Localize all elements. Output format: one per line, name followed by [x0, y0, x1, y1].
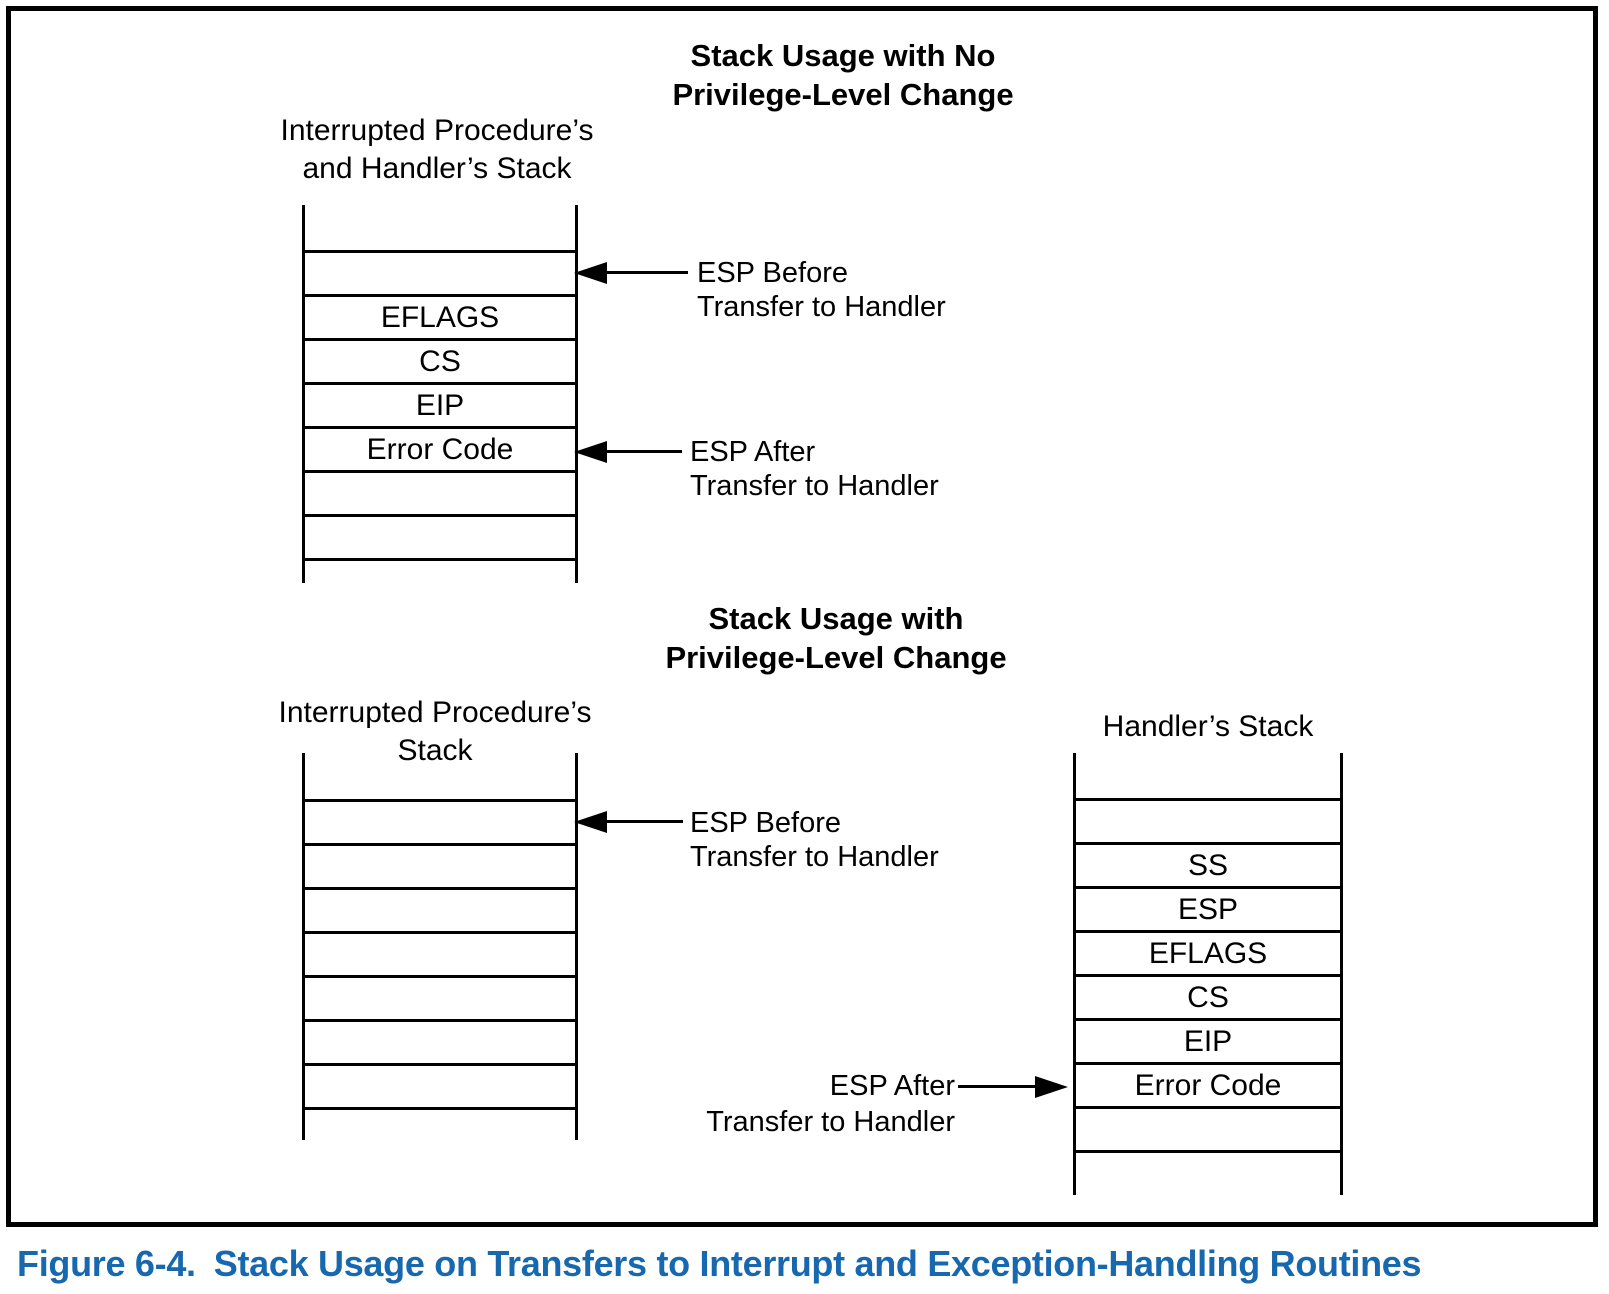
diagram1-stack-label: Interrupted Procedure’s and Handler’s St… [227, 112, 647, 188]
esp-after-line1: ESP After [690, 436, 816, 468]
stack-cell [305, 473, 575, 517]
esp-before-arrow-shaft [605, 271, 688, 274]
diagram2-title: Stack Usage with Privilege-Level Change [586, 599, 1086, 677]
stack-cell-error-code: Error Code [305, 429, 575, 473]
esp-after-line1: ESP After [829, 1070, 955, 1102]
diagram1-title: Stack Usage with No Privilege-Level Chan… [593, 36, 1093, 114]
stack-cell-eflags: EFLAGS [305, 297, 575, 341]
diagram2-right-stack-cells: SS ESP EFLAGS CS EIP Error Code [1076, 798, 1340, 1153]
stack-cell-cs: CS [305, 341, 575, 385]
diagram2-esp-after-label: ESP After Transfer to Handler [655, 1068, 955, 1140]
diagram2-esp-before-label: ESP Before Transfer to Handler [690, 806, 939, 874]
diagram1-stack-label-line1: Interrupted Procedure’s [280, 114, 594, 147]
stack-cell-esp: ESP [1076, 889, 1340, 933]
diagram1-stack-label-line2: and Handler’s Stack [302, 152, 572, 185]
esp-before-arrow-shaft [605, 820, 683, 823]
figure-caption: Figure 6-4. Stack Usage on Transfers to I… [17, 1243, 1422, 1285]
esp-before-arrow-icon [574, 262, 607, 284]
diagram2-left-stack-label-line2: Stack [397, 734, 473, 767]
esp-after-line2: Transfer to Handler [706, 1106, 955, 1138]
esp-after-line2: Transfer to Handler [690, 470, 939, 502]
stack-cell [1076, 1109, 1340, 1153]
esp-after-arrow-shaft [958, 1085, 1036, 1088]
esp-before-line2: Transfer to Handler [690, 841, 939, 873]
esp-before-line1: ESP Before [697, 257, 849, 289]
stack-cell [305, 978, 575, 1022]
figure-caption-number: Figure 6-4. [17, 1243, 196, 1284]
diagram2-left-stack-label-line1: Interrupted Procedure’s [278, 696, 592, 729]
stack-cell-eip: EIP [1076, 1021, 1340, 1065]
esp-after-arrow-shaft [605, 450, 682, 453]
stack-cell-error-code: Error Code [1076, 1065, 1340, 1109]
stack-cell [305, 934, 575, 978]
stack-cell [305, 846, 575, 890]
esp-before-line1: ESP Before [690, 807, 842, 839]
diagram2-title-line1: Stack Usage with [708, 601, 964, 636]
diagram2-title-line2: Privilege-Level Change [665, 640, 1007, 675]
diagram2-left-stack [302, 753, 578, 1140]
stack-cell [1076, 801, 1340, 845]
stack-cell [305, 1022, 575, 1066]
diagram2-left-stack-cells [305, 799, 575, 1110]
stack-cell [305, 1066, 575, 1110]
esp-before-line2: Transfer to Handler [697, 291, 946, 323]
stack-cell-eflags: EFLAGS [1076, 933, 1340, 977]
esp-before-arrow-icon [574, 811, 607, 833]
stack-cell [305, 890, 575, 934]
stack-cell [305, 802, 575, 846]
esp-after-arrow-icon [1035, 1076, 1068, 1098]
stack-cell [305, 253, 575, 297]
diagram1-esp-before-label: ESP Before Transfer to Handler [697, 256, 946, 324]
stack-cell-cs: CS [1076, 977, 1340, 1021]
figure-caption-title: Stack Usage on Transfers to Interrupt an… [213, 1243, 1422, 1284]
diagram1-stack-cells: EFLAGS CS EIP Error Code [305, 250, 575, 561]
stack-cell [305, 517, 575, 561]
diagram1-esp-after-label: ESP After Transfer to Handler [690, 435, 939, 503]
figure-border [6, 6, 1598, 1227]
diagram2-left-stack-label: Interrupted Procedure’s Stack [225, 694, 645, 770]
diagram1-title-line1: Stack Usage with No [690, 38, 996, 73]
diagram2-right-stack-label: Handler’s Stack [1102, 710, 1314, 743]
diagram2-right-stack: SS ESP EFLAGS CS EIP Error Code [1073, 753, 1343, 1195]
diagram1-stack: EFLAGS CS EIP Error Code [302, 205, 578, 583]
stack-cell-eip: EIP [305, 385, 575, 429]
esp-after-arrow-icon [574, 441, 607, 463]
stack-cell-ss: SS [1076, 845, 1340, 889]
diagram1-title-line2: Privilege-Level Change [672, 77, 1014, 112]
